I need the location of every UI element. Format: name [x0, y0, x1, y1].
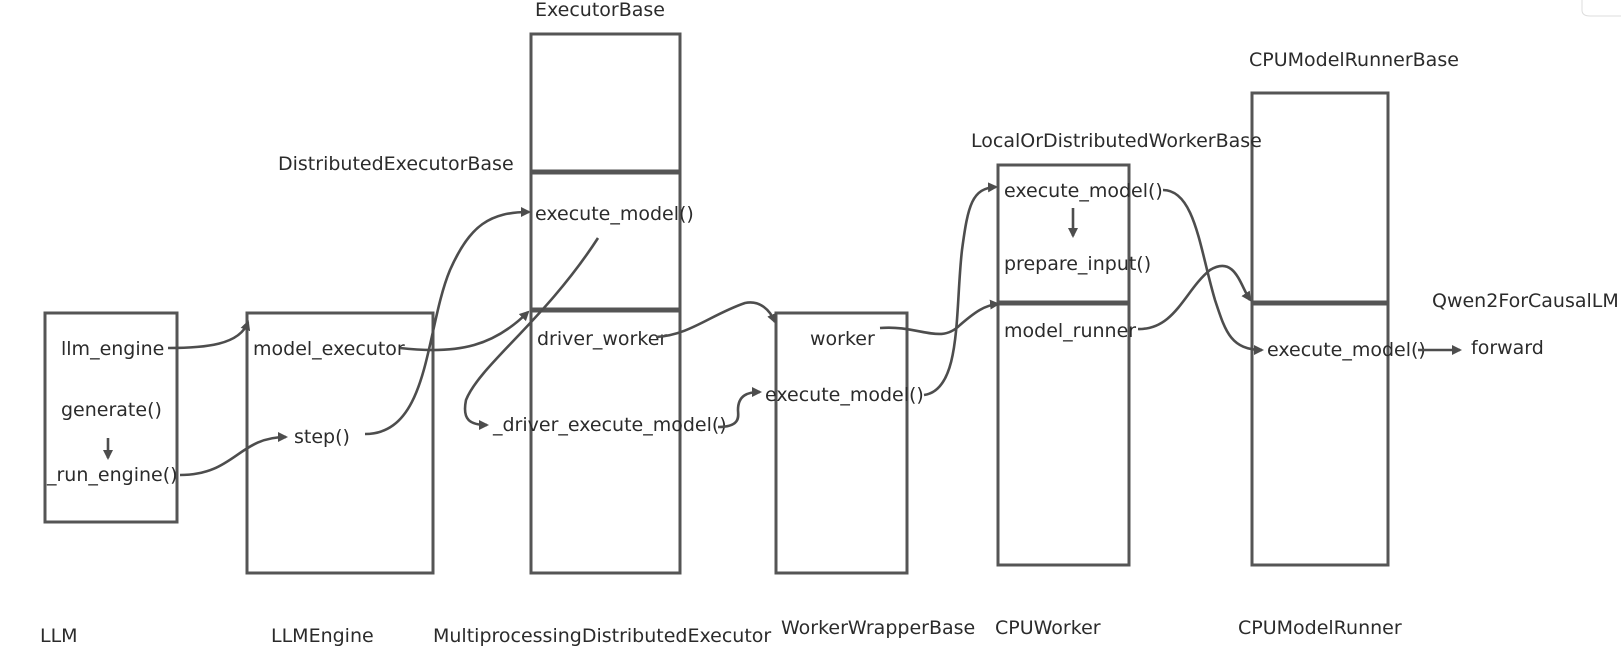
member-runner-execute-model: execute_model(): [1267, 339, 1426, 361]
arrow-worker-to-model-runner: [879, 299, 1000, 336]
arrow-wrapper-execute-model-to-worker-execute-model: [923, 182, 998, 397]
arrow-model-runner-to-runner-base: [1137, 264, 1252, 331]
member-generate: generate(): [61, 399, 162, 421]
member-model-executor: model_executor: [253, 338, 405, 360]
class-label-llm: LLM: [40, 625, 78, 646]
member-wrapper-execute-model: execute_model(): [765, 384, 924, 406]
class-label-cpu-model-runner-base: CPUModelRunnerBase: [1249, 49, 1459, 71]
member-prepare-input: prepare_input(): [1004, 253, 1151, 275]
member-forward: forward: [1471, 337, 1544, 359]
member-worker-execute-model: execute_model(): [1004, 180, 1163, 202]
class-label-llm-engine: LLMEngine: [271, 625, 374, 646]
cpu-model-runner-box: [1250, 91, 1390, 567]
class-label-cpu-model-runner: CPUModelRunner: [1238, 617, 1402, 639]
arrow-llm-engine-to-model-executor: [167, 320, 251, 350]
member-step: step(): [294, 426, 350, 448]
class-label-multiprocessing-executor: MultiprocessingDistributedExecutor: [433, 625, 771, 646]
arrow-executor-execute-model-to-driver-execute-model: [463, 237, 600, 430]
arrow-step-to-executor-execute-model: [364, 207, 531, 436]
llm-box: [43, 311, 179, 524]
arrow-driver-execute-model-to-wrapper-execute-model: [717, 387, 762, 429]
multiprocessing-executor-box: [529, 32, 682, 575]
class-label-local-or-distributed-worker-base: LocalOrDistributedWorkerBase: [971, 130, 1262, 152]
member-driver-worker: driver_worker: [537, 328, 667, 350]
member-run-engine: _run_engine(): [46, 464, 178, 486]
class-label-executor-base: ExecutorBase: [535, 0, 665, 21]
class-label-worker-wrapper-base: WorkerWrapperBase: [781, 617, 975, 639]
arrow-worker-execute-model-to-runner-execute-model: [1162, 188, 1264, 355]
member-driver-execute-model: _driver_execute_model(): [492, 414, 727, 436]
arrow-driver-worker-to-worker: [655, 301, 777, 339]
class-label-qwen2: Qwen2ForCausalLM: [1432, 290, 1619, 312]
member-executor-execute-model: execute_model(): [535, 203, 694, 225]
member-llm-engine: llm_engine: [61, 338, 164, 360]
arrow-model-executor-to-driver-worker: [399, 310, 530, 352]
class-label-distributed-executor-base: DistributedExecutorBase: [278, 153, 514, 175]
llm-engine-box: [245, 311, 435, 575]
cpu-worker-box: [996, 163, 1131, 567]
class-label-cpu-worker: CPUWorker: [995, 617, 1101, 639]
worker-wrapper-base-box: [774, 311, 909, 575]
member-worker: worker: [810, 328, 875, 350]
corner-mark: [1581, 0, 1621, 17]
member-model-runner: model_runner: [1004, 320, 1136, 342]
arrow-run-engine-to-step: [179, 432, 288, 477]
